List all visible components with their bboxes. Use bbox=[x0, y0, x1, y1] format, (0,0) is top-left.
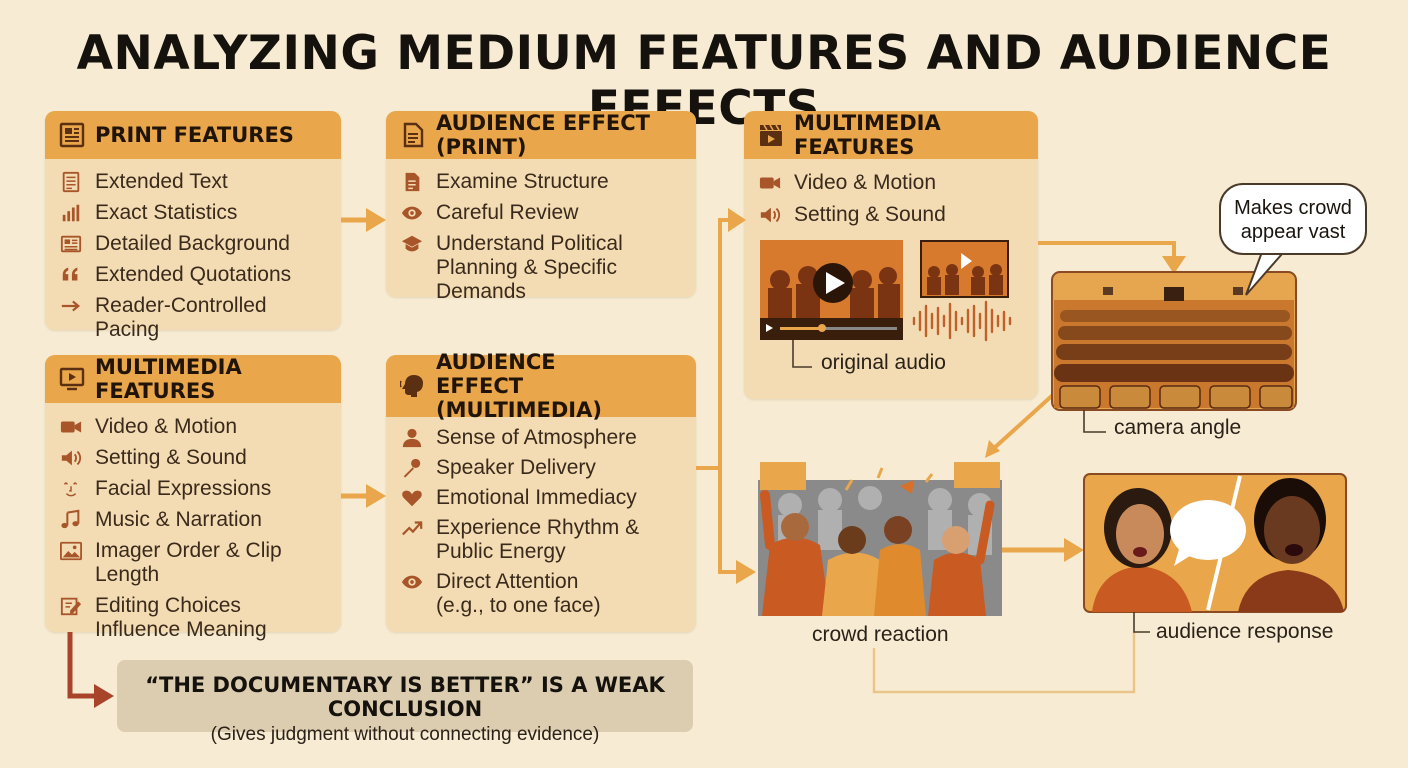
list-item: Setting & Sound bbox=[758, 203, 1032, 227]
multimedia-features-right-heading: MULTIMEDIA FEATURES bbox=[794, 111, 941, 159]
list-item: Emotional Immediacy bbox=[400, 486, 690, 510]
multimedia-features-header: MULTIMEDIA FEATURES bbox=[45, 355, 341, 403]
audience-print-header: AUDIENCE EFFECT (PRINT) bbox=[386, 111, 696, 159]
page-title: ANALYZING MEDIUM FEATURES AND AUDIENCE E… bbox=[76, 26, 1332, 136]
audience-print-card: AUDIENCE EFFECT (PRINT) Examine Structur… bbox=[386, 111, 696, 303]
list-item: Extended Text bbox=[59, 170, 335, 194]
list-item: Direct Attention (e.g., to one face) bbox=[400, 570, 690, 618]
crowd-reaction-label: crowd reaction bbox=[812, 623, 949, 646]
conclusion-box: “THE DOCUMENTARY IS BETTER” IS A WEAK CO… bbox=[117, 660, 693, 745]
list-item: Detailed Background bbox=[59, 232, 335, 256]
list-item: Speaker Delivery bbox=[400, 456, 690, 480]
list-item: Reader-Controlled Pacing bbox=[59, 294, 335, 342]
print-features-heading: PRINT FEATURES bbox=[95, 123, 294, 147]
list-item: Experience Rhythm & Public Energy bbox=[400, 516, 690, 564]
list-item: Setting & Sound bbox=[59, 446, 335, 470]
multimedia-features-card: MULTIMEDIA FEATURES Video & Motion Setti… bbox=[45, 355, 341, 641]
video-thumbnail-small[interactable] bbox=[920, 240, 1009, 298]
multimedia-features-heading: MULTIMEDIA FEATURES bbox=[95, 355, 242, 403]
list-item: Facial Expressions bbox=[59, 477, 335, 501]
list-item: Editing Choices Influence Meaning bbox=[59, 594, 335, 642]
camera-angle-label: camera angle bbox=[1114, 416, 1242, 439]
speech-bubble: Makes crowd appear vast bbox=[1219, 183, 1367, 255]
video-player[interactable] bbox=[760, 240, 903, 340]
original-audio-label: original audio bbox=[821, 351, 946, 374]
conclusion-subtitle: (Gives judgment without connecting evide… bbox=[210, 724, 600, 745]
audience-response-image bbox=[1083, 473, 1347, 613]
list-item: Music & Narration bbox=[59, 508, 335, 532]
audience-response-label: audience response bbox=[1156, 620, 1334, 643]
print-features-header: PRINT FEATURES bbox=[45, 111, 341, 159]
list-item: Examine Structure bbox=[400, 170, 690, 194]
audience-print-heading: AUDIENCE EFFECT (PRINT) bbox=[436, 111, 651, 159]
print-features-card: PRINT FEATURES Extended Text Exact Stati… bbox=[45, 111, 341, 341]
list-item: Video & Motion bbox=[758, 171, 1032, 195]
audio-waveform bbox=[912, 300, 1012, 342]
list-item: Extended Quotations bbox=[59, 263, 335, 287]
auditorium-image bbox=[1051, 271, 1297, 411]
list-item: Video & Motion bbox=[59, 415, 335, 439]
multimedia-features-right-header: MULTIMEDIA FEATURES bbox=[744, 111, 1038, 159]
list-item: Sense of Atmosphere bbox=[400, 426, 690, 450]
connector-arrows bbox=[67, 208, 1186, 708]
audience-multimedia-header: AUDIENCE EFFECT (MULTIMEDIA) bbox=[386, 350, 696, 422]
conclusion-title: “THE DOCUMENTARY IS BETTER” IS A WEAK CO… bbox=[145, 673, 665, 721]
audience-multimedia-heading: AUDIENCE EFFECT (MULTIMEDIA) bbox=[436, 350, 602, 422]
list-item: Imager Order & Clip Length bbox=[59, 539, 335, 587]
list-item: Careful Review bbox=[400, 201, 690, 225]
list-item: Understand Political Planning & Specific… bbox=[400, 232, 690, 304]
audience-multimedia-card: AUDIENCE EFFECT (MULTIMEDIA) Sense of At… bbox=[386, 350, 696, 632]
crowd-reaction-image bbox=[758, 462, 1002, 616]
list-item: Exact Statistics bbox=[59, 201, 335, 225]
